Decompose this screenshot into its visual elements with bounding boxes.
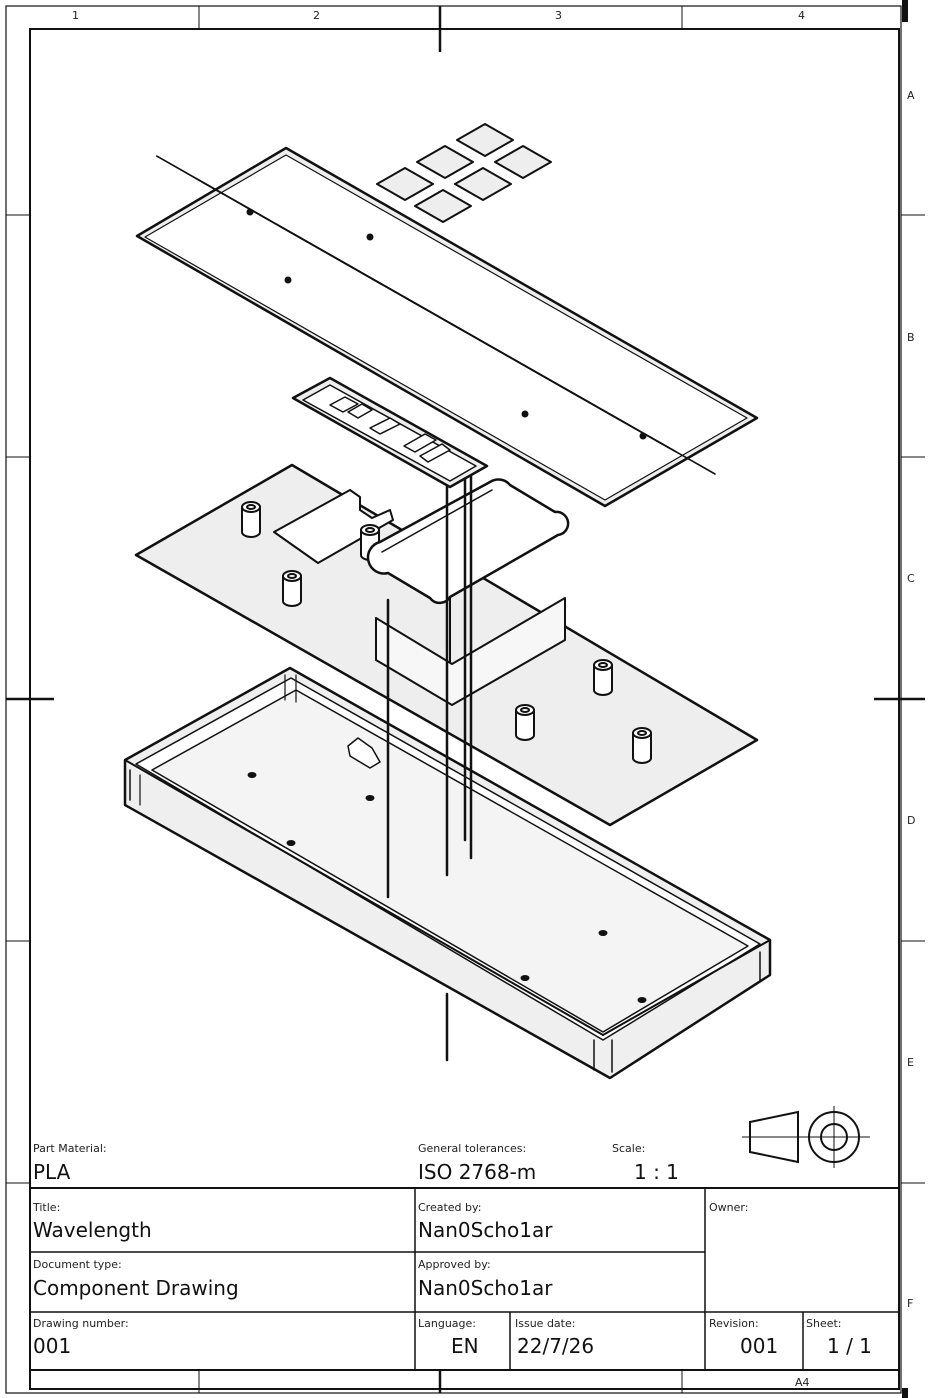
inner-frame [29,28,900,1390]
thumb-key-cutout [494,145,552,179]
zone-row-e: E [907,1056,914,1069]
zone-dividers [6,6,925,1393]
zone-row-b: B [907,331,915,344]
zone-row-f: F [907,1297,914,1310]
scale-value: 1 : 1 [634,1160,679,1184]
zone-row-d: D [907,814,916,827]
tolerances-label: General tolerances: [418,1142,527,1155]
thumb-key-cutout [414,189,472,223]
key-cutout [647,435,716,475]
exploded-keyboard-assembly [123,123,772,1080]
language-value: EN [451,1334,479,1358]
mcu-cover [291,376,489,489]
drawing-number-value: 001 [33,1334,72,1358]
centering-marks [6,6,925,1393]
approved-by-value: Nan0Scho1ar [418,1276,553,1300]
created-by-value: Nan0Scho1ar [418,1218,553,1242]
part-material-value: PLA [33,1160,71,1184]
switch-plate [135,146,759,508]
zone-col-4: 4 [798,9,805,22]
thumb-key-cutout [376,167,434,201]
thumb-key-cutouts [376,123,552,223]
owner-label: Owner: [709,1201,749,1214]
language-label: Language: [418,1317,476,1330]
zone-col-1: 1 [72,9,79,22]
zone-row-a: A [907,89,915,102]
zone-col-2: 2 [313,9,320,22]
created-by-label: Created by: [418,1201,482,1214]
sheet-label: Sheet: [806,1317,842,1330]
approved-by-label: Approved by: [418,1258,491,1271]
title-block-grid [30,1187,899,1371]
third-angle-projection-symbol [742,1106,870,1168]
revision-label: Revision: [709,1317,759,1330]
doc-type-value: Component Drawing [33,1276,239,1300]
title-value: Wavelength [33,1218,152,1242]
doc-type-label: Document type: [33,1258,122,1271]
part-material-label: Part Material: [33,1142,107,1155]
zone-row-c: C [907,572,915,585]
sheet-size: A4 [795,1376,810,1389]
sheet-value: 1 / 1 [827,1334,872,1358]
zone-col-3: 3 [555,9,562,22]
revision-value: 001 [740,1334,779,1358]
issue-date-label: Issue date: [515,1317,576,1330]
pcb-standoffs [241,501,652,764]
scale-label: Scale: [612,1142,646,1155]
issue-date-value: 22/7/26 [517,1334,595,1358]
key-cutouts [156,155,716,475]
thumb-key-cutout [416,145,474,179]
assembly-guide-lines [386,458,473,1062]
tolerances-value: ISO 2768-m [418,1160,537,1184]
thumb-key-cutout [456,123,514,157]
title-label: Title: [33,1201,61,1214]
drawing-number-label: Drawing number: [33,1317,129,1330]
thumb-key-cutout [454,167,512,201]
